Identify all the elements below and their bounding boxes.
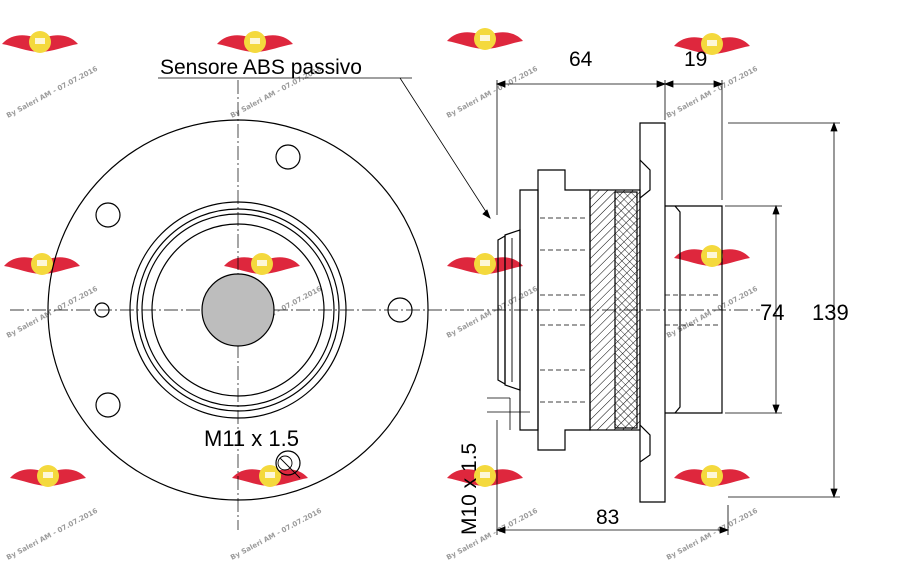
watermark-logo: [4, 253, 80, 275]
pilot-hole: [94, 302, 110, 318]
spigot-inner: [674, 205, 681, 414]
sensor-leader: [399, 77, 491, 219]
watermark-logo: [217, 31, 293, 53]
bearing-housing: [537, 169, 591, 451]
watermark-logo: [674, 245, 750, 267]
watermark-logo: [232, 465, 308, 487]
dim-64-label: 64: [569, 48, 593, 71]
dim-139-label: 139: [812, 300, 849, 325]
watermark-layer: By Saleri AM - 07.07.2016 By Saleri AM -…: [2, 28, 759, 562]
watermark-text: By Saleri AM - 07.07.2016: [229, 507, 323, 562]
drive-shaft-bore: [201, 273, 275, 347]
side-view: [470, 122, 760, 503]
dim-74-label: 74: [760, 300, 784, 325]
wheel-spigot: [665, 205, 723, 414]
watermark-text: By Saleri AM - 07.07.2016: [665, 507, 759, 562]
hub-ring-3: [141, 213, 335, 407]
watermark-text: By Saleri AM - 07.07.2016: [665, 285, 759, 340]
abs-sensor-label: Sensore ABS passivo: [160, 56, 362, 79]
dim-arrows: [495, 526, 730, 534]
flange-outline: [47, 119, 429, 501]
watermark-text: By Saleri AM - 07.07.2016: [5, 65, 99, 120]
watermark-logo: [224, 253, 300, 275]
dim-19-label: 19: [684, 48, 707, 71]
watermark-text: By Saleri AM - 07.07.2016: [5, 285, 99, 340]
watermark-logo: [674, 465, 750, 487]
watermark-logo: [447, 28, 523, 50]
front-thread-label: M11 x 1.5: [204, 426, 299, 451]
dimension-lines: [158, 77, 840, 535]
hub-ring-2: [136, 208, 340, 412]
bearing-inner: [614, 191, 638, 429]
watermark-text: By Saleri AM - 07.07.2016: [5, 507, 99, 562]
front-view: [10, 80, 470, 530]
bolt-hole: [275, 450, 301, 476]
watermark-text: By Saleri AM - 07.07.2016: [445, 285, 539, 340]
dim-arrows: [772, 204, 780, 415]
leader-arrow: [482, 209, 491, 219]
wheel-flange: [639, 122, 666, 503]
watermark-logo: [10, 465, 86, 487]
bolt-hole: [95, 392, 121, 418]
dim-arrows: [830, 121, 838, 499]
bolt-hole: [95, 202, 121, 228]
watermark-text: By Saleri AM - 07.07.2016: [665, 65, 759, 120]
thread-leader: [279, 457, 301, 479]
side-thread-label: M10 x 1.5: [458, 443, 481, 535]
watermark-text: By Saleri AM - 07.07.2016: [445, 65, 539, 120]
dim-83-label: 83: [596, 506, 619, 529]
flange-detail: [639, 424, 651, 463]
bolt-hole: [387, 297, 413, 323]
hub-ring-outer: [129, 201, 347, 419]
hub-ring-inner: [151, 223, 325, 397]
flange-detail: [639, 159, 651, 199]
watermark-logo: [2, 31, 78, 53]
dim-arrows: [495, 80, 724, 88]
threaded-hole: [277, 455, 293, 471]
seal-face: [497, 234, 506, 386]
bolt-hole: [275, 144, 301, 170]
